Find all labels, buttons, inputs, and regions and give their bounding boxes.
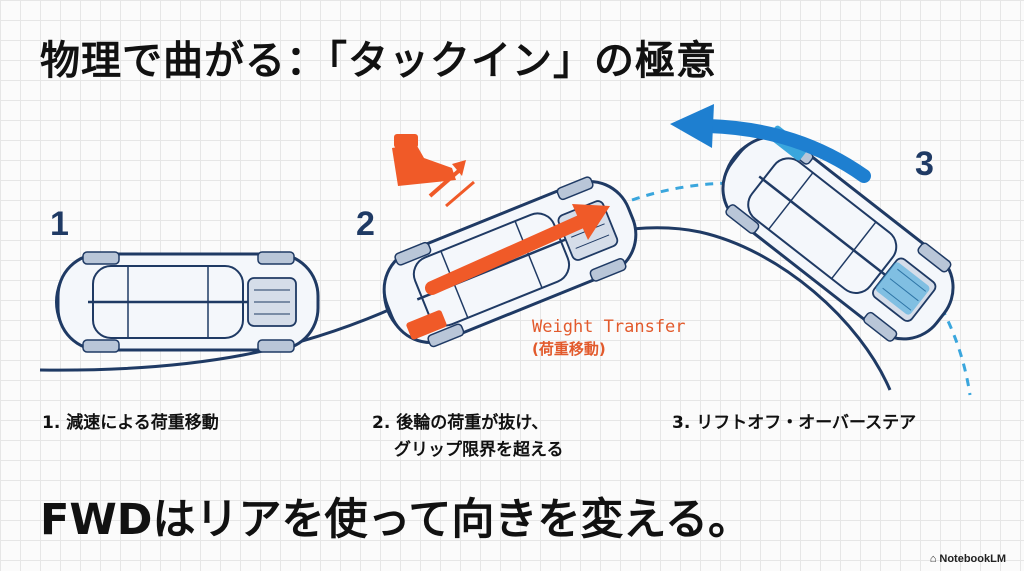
rotation-arrow xyxy=(670,104,871,183)
boot-lift-icon xyxy=(392,134,475,208)
step-3-number: 3 xyxy=(915,145,934,183)
weight-transfer-label: Weight Transfer (荷重移動) xyxy=(532,317,686,358)
step-2-caption: 2. 後輪の荷重が抜け、 グリップ限界を超える xyxy=(372,413,564,460)
step-3-caption: 3. リフトオフ・オーバーステア xyxy=(672,413,917,433)
car-2-icon xyxy=(367,165,651,360)
car-1-icon xyxy=(54,250,320,354)
weight-transfer-arrow xyxy=(425,204,610,295)
conclusion-text: FWDはリアを使って向きを変える。 xyxy=(40,495,752,545)
step-2-number: 2 xyxy=(356,205,375,243)
step-1-number: 1 xyxy=(50,205,69,243)
trajectory-dashed xyxy=(631,181,972,396)
brand-logo: ⌂ NotebookLM xyxy=(929,553,1006,565)
step-1-caption: 1. 減速による荷重移動 xyxy=(42,413,219,433)
page-title: 物理で曲がる：「タックイン」の極意 xyxy=(40,38,717,84)
